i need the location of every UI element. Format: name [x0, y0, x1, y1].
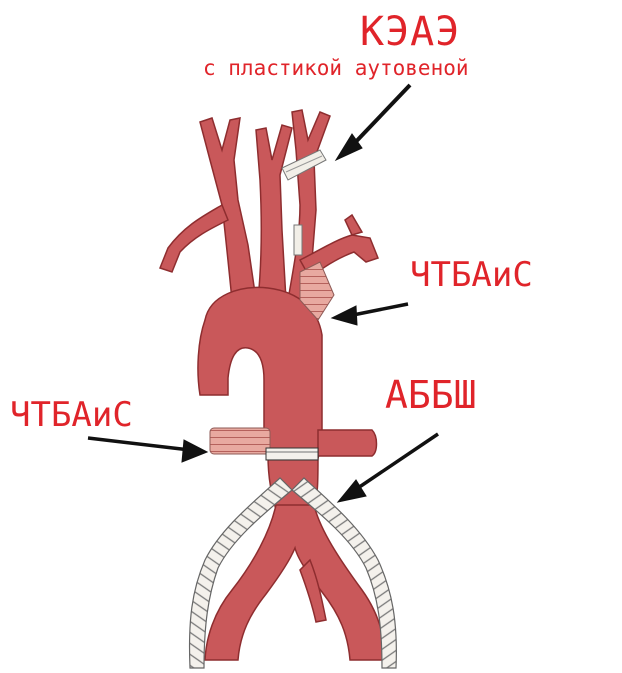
arrowhead-chtbais-right — [332, 306, 357, 325]
arrow-keae — [348, 85, 410, 150]
label-keae: КЭАЭ — [360, 12, 460, 52]
arrow-chtbais-right — [348, 304, 408, 316]
arrowhead-chtbais-left — [182, 440, 207, 462]
label-chtbais-left: ЧТБАиС — [10, 398, 133, 432]
label-chtbais-right: ЧТБАиС — [410, 258, 533, 292]
label-keae-subtitle: с пластикой аутовеной — [203, 58, 469, 79]
label-abbsh: АББШ — [385, 376, 477, 414]
arrow-chtbais-left — [88, 438, 190, 450]
aorta — [198, 287, 385, 660]
carotid-branches — [160, 110, 378, 300]
